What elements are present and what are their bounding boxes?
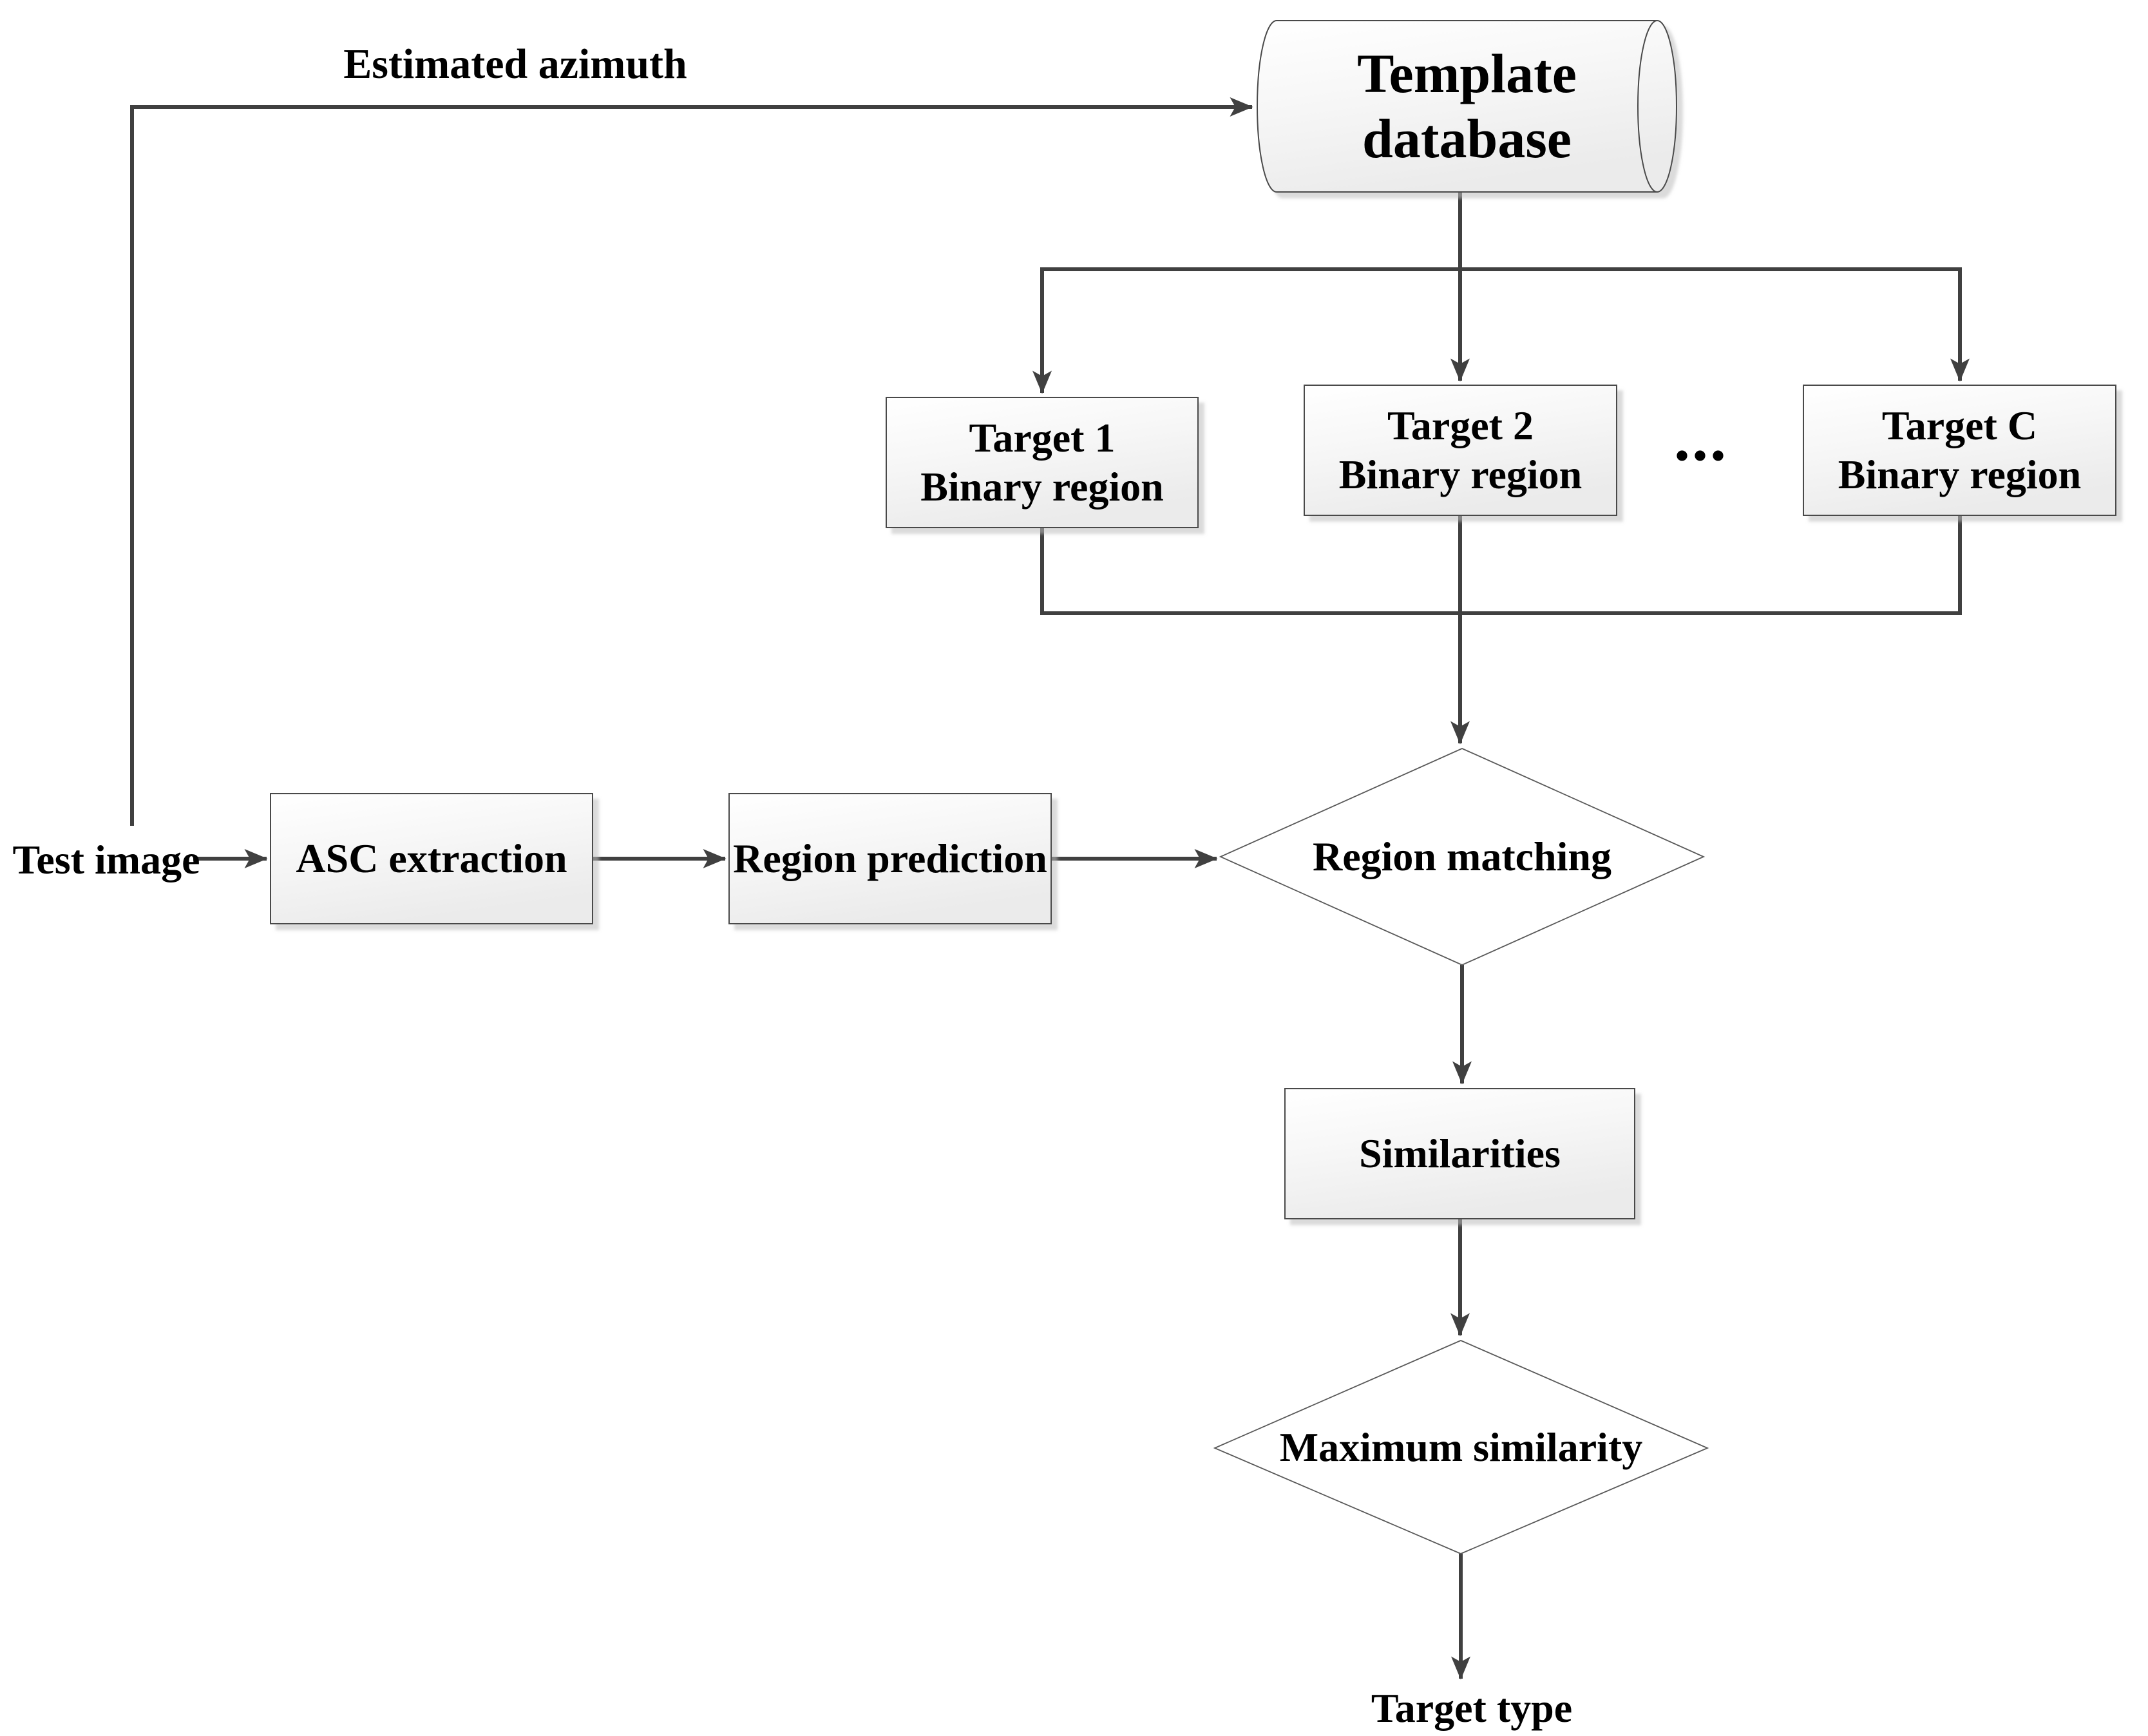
node-targetC-box <box>1803 385 2116 516</box>
node-target2-box <box>1304 385 1617 516</box>
node-template-database <box>1257 20 1677 193</box>
node-asc-extraction-box <box>270 793 593 924</box>
node-similarities-box <box>1284 1088 1635 1219</box>
node-target1-box <box>886 397 1199 528</box>
node-region-prediction-box <box>728 793 1052 924</box>
node-maximum-similarity-diamond <box>1213 1340 1709 1554</box>
node-region-matching-diamond <box>1219 748 1706 966</box>
arrow-estimated-azimuth <box>130 97 1253 826</box>
connectors <box>130 97 1970 1680</box>
cylinder-seam <box>1637 20 1658 193</box>
